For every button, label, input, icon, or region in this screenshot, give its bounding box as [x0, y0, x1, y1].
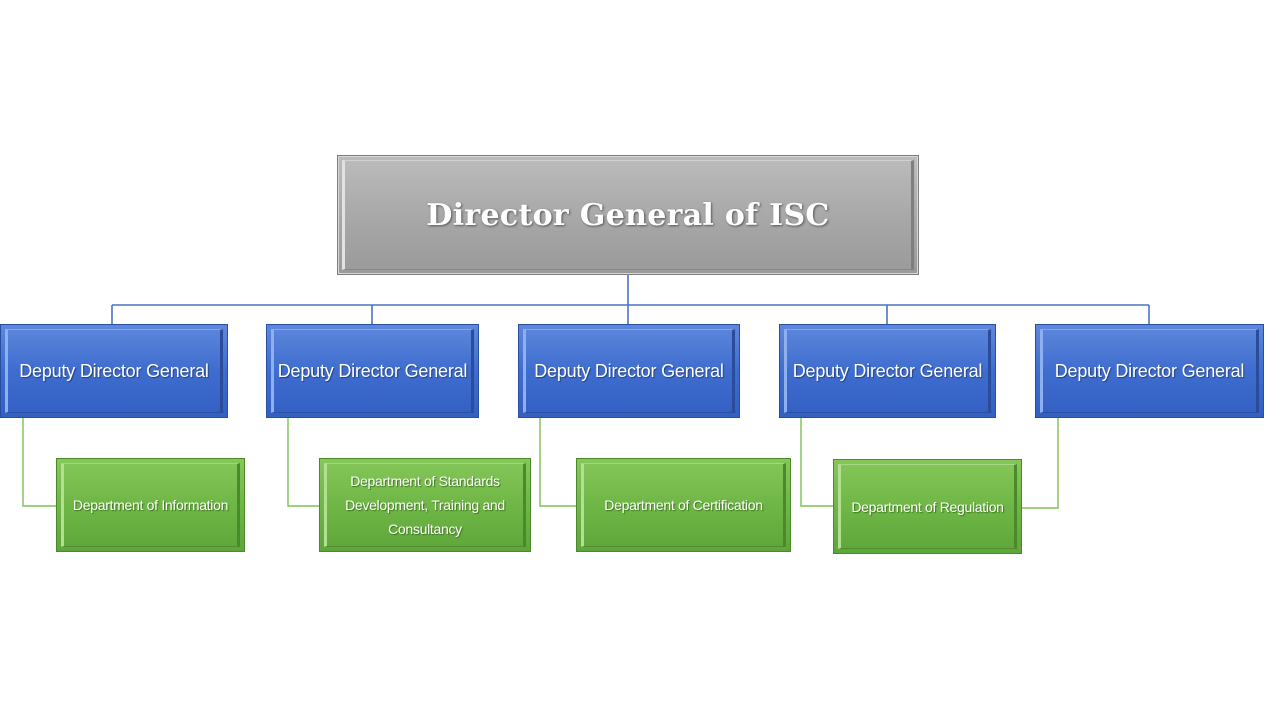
deputy-director-general-box-2[interactable]: Deputy Director General [266, 324, 479, 418]
deputy-label: Deputy Director General [534, 360, 724, 381]
department-certification-box[interactable]: Department of Certification [576, 458, 791, 552]
deputy-director-general-box-5[interactable]: Deputy Director General [1035, 324, 1264, 418]
deputy-director-general-box-4[interactable]: Deputy Director General [779, 324, 996, 418]
deputy-label: Deputy Director General [1054, 360, 1245, 381]
department-information-box[interactable]: Department of Information [56, 458, 245, 552]
department-label: Department of Standards Development, Tra… [345, 473, 505, 537]
department-label: Department of Information [72, 497, 229, 513]
department-label: Department of Certification [604, 497, 763, 513]
director-general-title: Director General of ISC [426, 197, 830, 233]
deputy-label: Deputy Director General [792, 360, 983, 381]
connector-department-4 [800, 418, 833, 507]
deputy-director-general-box-1[interactable]: Deputy Director General [0, 324, 228, 418]
deputy-label: Deputy Director General [19, 360, 209, 381]
department-label: Department of Regulation [851, 498, 1004, 515]
deputy-director-general-box-3[interactable]: Deputy Director General [518, 324, 740, 418]
connector-department-3 [539, 418, 576, 507]
director-general-box[interactable]: Director General of ISC [337, 155, 919, 275]
connector-department-2 [287, 418, 319, 507]
department-regulation-box[interactable]: Department of Regulation [833, 459, 1022, 554]
connector-department-4-right [1022, 418, 1059, 509]
connector-department-1 [22, 418, 56, 507]
department-standards-box[interactable]: Department of Standards Development, Tra… [319, 458, 531, 552]
deputy-label: Deputy Director General [277, 360, 468, 381]
